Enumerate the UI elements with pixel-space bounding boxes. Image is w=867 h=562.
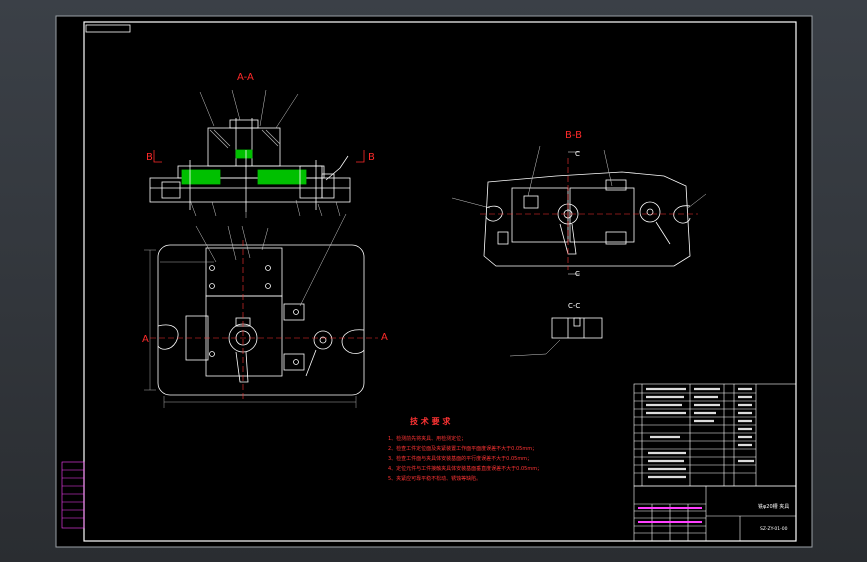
cut-b-left-label: B — [146, 152, 153, 163]
tech-req-item: 3、检查工件面与夹具体安装基面的平行度误差不大于0.05mm； — [388, 455, 532, 462]
cut-c-top-label: C — [575, 150, 580, 158]
side-table — [61, 461, 85, 529]
section-aa-label: A-A — [237, 72, 254, 83]
inner-frame — [83, 21, 797, 542]
drawing-sheet — [55, 15, 813, 548]
section-cc-label: C-C — [568, 302, 580, 310]
cut-c-markers — [568, 151, 580, 275]
tech-req-item: 5、夹紧应可靠平稳不松动、锈蚀等缺陷。 — [388, 475, 481, 482]
tech-req-item: 1、检测前先将夹具、用检测定位； — [388, 435, 466, 442]
drawing-code: SZ-ZY-01-00 — [760, 526, 788, 532]
section-bb-label: B-B — [565, 130, 582, 141]
plan-view[interactable] — [144, 213, 365, 408]
cut-a-left-label: A — [142, 334, 149, 345]
cut-a-right-label: A — [381, 332, 388, 343]
section-bb-center-lines — [480, 158, 698, 270]
tech-req-item: 4、定位元件与工件接触夹具体安装基面垂直度误差不大于0.05mm； — [388, 465, 542, 472]
parts-list[interactable] — [633, 383, 797, 487]
section-cc-view[interactable] — [509, 317, 603, 357]
tech-req-title: 技 术 要 求 — [410, 416, 451, 426]
cut-b-markers — [153, 150, 365, 163]
cut-b-right-label: B — [368, 152, 375, 163]
tech-req-list: 1、检测前先将夹具、用检测定位； 2、检查工件定位面及夹紧装置工作面平面度误差不… — [388, 435, 542, 482]
plan-center-lines — [150, 240, 378, 400]
drawing-title: 铣φ20槽 夹具 — [758, 503, 789, 510]
tech-req-item: 2、检查工件定位面及夹紧装置工作面平面度误差不大于0.05mm； — [388, 445, 537, 452]
reference-box — [85, 24, 131, 33]
title-block[interactable] — [633, 485, 797, 542]
section-aa-view[interactable] — [149, 89, 351, 218]
